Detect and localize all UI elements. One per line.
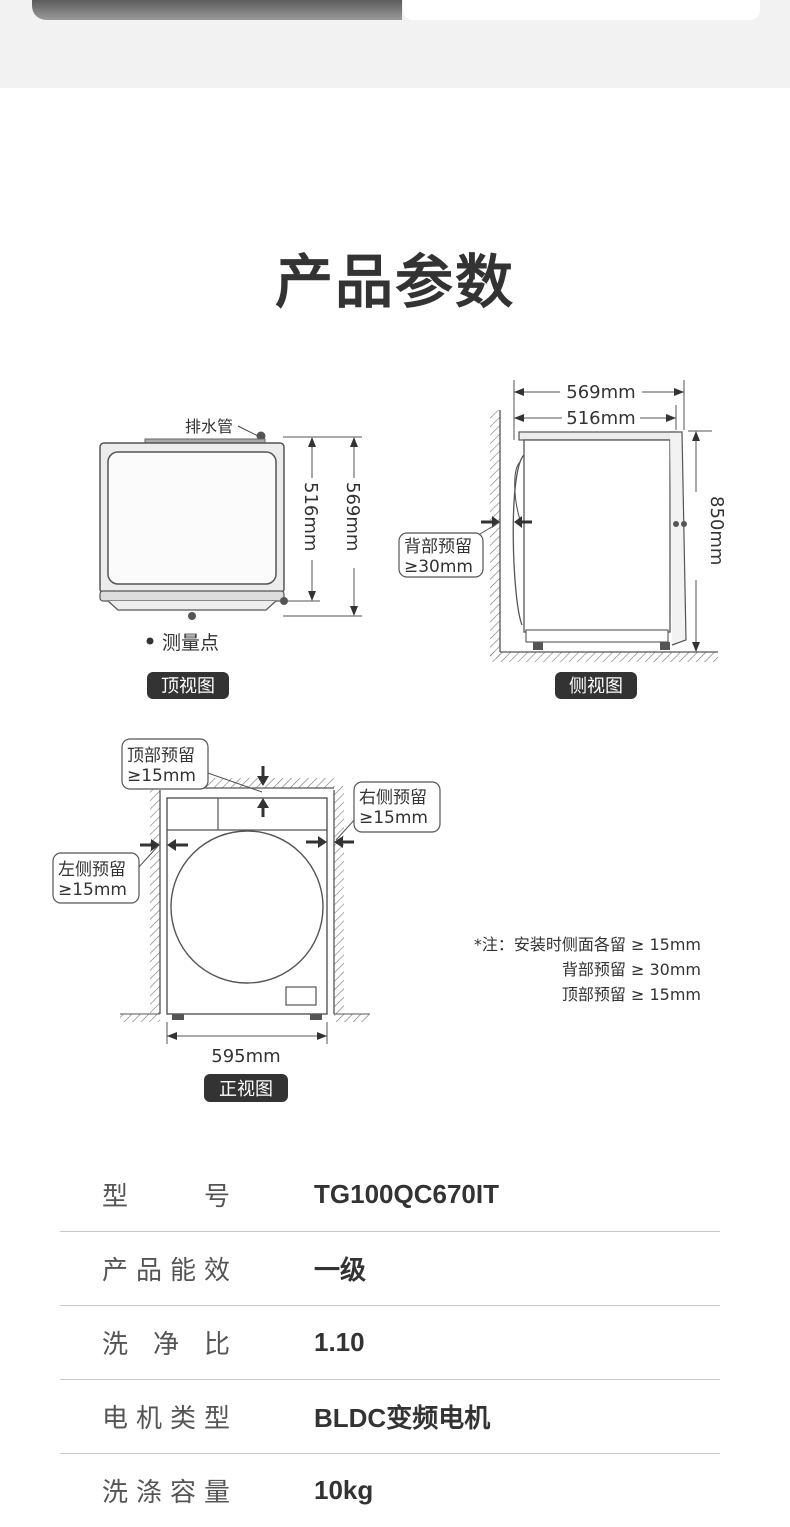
top-banner-band xyxy=(0,0,790,88)
top-clearance-line1: 顶部预留 xyxy=(127,746,195,766)
spec-value: TG100QC670IT xyxy=(314,1179,499,1209)
side-dim-569: 569mm xyxy=(566,382,635,403)
spec-value: BLDC变频电机 xyxy=(314,1403,491,1433)
front-view-badge-text: 正视图 xyxy=(219,1079,273,1100)
front-dim-595: 595mm xyxy=(211,1046,280,1067)
note-line-3: 顶部预留 ≥ 15mm xyxy=(562,985,701,1004)
top-clearance-callout xyxy=(121,738,209,790)
top-view-diagram: 排水管 516mm 569mm 测量点 顶视图 xyxy=(99,417,363,699)
top-view-badge xyxy=(147,672,229,699)
spec-value: 10kg xyxy=(314,1475,374,1505)
spec-label: 电机类型 xyxy=(102,1404,230,1434)
right-clearance-line2: ≥15mm xyxy=(359,808,428,828)
front-view-door xyxy=(170,830,324,984)
spec-label: 洗涤容量 xyxy=(102,1478,230,1508)
measure-point-label: 测量点 xyxy=(162,632,219,654)
top-view-panel xyxy=(107,451,277,585)
spec-value: 1.10 xyxy=(314,1327,365,1357)
top-card-fragment xyxy=(403,0,760,20)
spec-row-wash-ratio: 洗净比 1.10 xyxy=(60,1306,720,1380)
top-view-badge-text: 顶视图 xyxy=(161,676,215,697)
note-line-1: *注：安装时侧面各留 ≥ 15mm xyxy=(474,935,701,954)
left-clearance-line1: 左侧预留 xyxy=(58,860,126,880)
side-view-diagram: 569mm 516mm 850mm 背部预留 ≥30mm 侧视图 xyxy=(398,380,727,699)
installation-diagrams: 排水管 516mm 569mm 测量点 顶视图 xyxy=(52,380,727,1102)
spec-table: 型号 TG100QC670IT 产品能效 一级 洗净比 1.10 电机类型 BL… xyxy=(60,1158,720,1527)
top-dim-516: 516mm xyxy=(300,482,321,551)
page-title: 产品参数 xyxy=(274,248,515,316)
side-view-badge xyxy=(555,672,637,699)
spec-row-energy-class: 产品能效 一级 xyxy=(60,1232,720,1306)
spec-label: 型号 xyxy=(102,1182,230,1212)
back-clearance-line2: ≥30mm xyxy=(404,557,473,577)
spec-row-motor-type: 电机类型 BLDC变频电机 xyxy=(60,1380,720,1454)
left-clearance-callout xyxy=(52,852,140,904)
side-dim-516: 516mm xyxy=(566,408,635,429)
note-line-2: 背部预留 ≥ 30mm xyxy=(562,960,701,979)
side-view-body xyxy=(523,439,671,633)
side-dim-850: 850mm xyxy=(706,496,727,565)
spec-value: 一级 xyxy=(314,1255,367,1285)
drain-pipe-dot xyxy=(256,431,266,441)
top-clearance-line2: ≥15mm xyxy=(127,766,196,786)
spec-label: 洗净比 xyxy=(102,1330,230,1360)
measure-dot xyxy=(188,612,196,620)
front-view-diagram: 顶部预留 ≥15mm 左侧预留 ≥15mm 右侧预留 ≥15mm 595mm 正… xyxy=(52,738,441,1102)
left-clearance-line2: ≥15mm xyxy=(58,880,127,900)
right-clearance-line1: 右侧预留 xyxy=(359,788,427,808)
top-dim-569: 569mm xyxy=(342,482,363,551)
side-view-badge-text: 侧视图 xyxy=(569,676,623,697)
installation-note: *注：安装时侧面各留 ≥ 15mm 背部预留 ≥ 30mm 顶部预留 ≥ 15m… xyxy=(474,935,701,1004)
drain-pipe-label: 排水管 xyxy=(185,417,233,436)
right-clearance-callout xyxy=(353,781,441,833)
spec-row-model: 型号 TG100QC670IT xyxy=(60,1158,720,1232)
back-clearance-line1: 背部预留 xyxy=(404,537,472,557)
product-photo-fragment xyxy=(32,0,402,20)
back-clearance-callout xyxy=(398,532,484,578)
spec-label: 产品能效 xyxy=(102,1256,230,1286)
spec-row-capacity: 洗涤容量 10kg xyxy=(60,1454,720,1527)
front-view-badge xyxy=(204,1074,288,1102)
